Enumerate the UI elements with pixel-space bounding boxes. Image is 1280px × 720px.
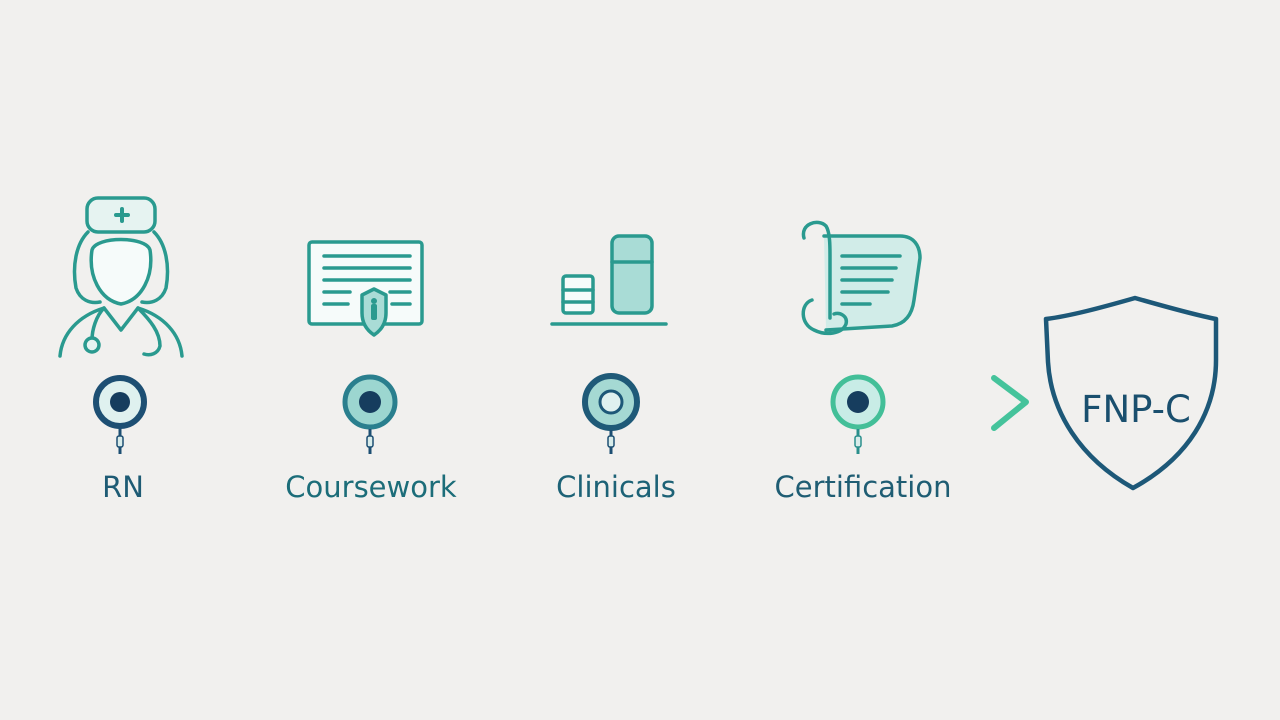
shield-icon bbox=[1043, 295, 1219, 491]
scroll-certificate-icon bbox=[801, 220, 922, 336]
step-node-rn bbox=[93, 375, 147, 454]
bar-chart-icon bbox=[550, 234, 668, 326]
step-label-certification: Certification bbox=[774, 470, 952, 504]
step-label-rn: RN bbox=[102, 470, 144, 504]
step-label-coursework: Coursework bbox=[285, 470, 457, 504]
step-label-clinicals: Clinicals bbox=[556, 470, 676, 504]
step-node-coursework bbox=[342, 374, 398, 454]
document-shield-icon bbox=[307, 240, 424, 337]
nurse-icon bbox=[58, 196, 184, 358]
goal-credential-label: FNP-C bbox=[1081, 388, 1191, 431]
timeline-arrow-icon bbox=[991, 375, 1029, 431]
step-node-clinicals bbox=[582, 373, 640, 454]
step-node-certification bbox=[830, 374, 886, 454]
